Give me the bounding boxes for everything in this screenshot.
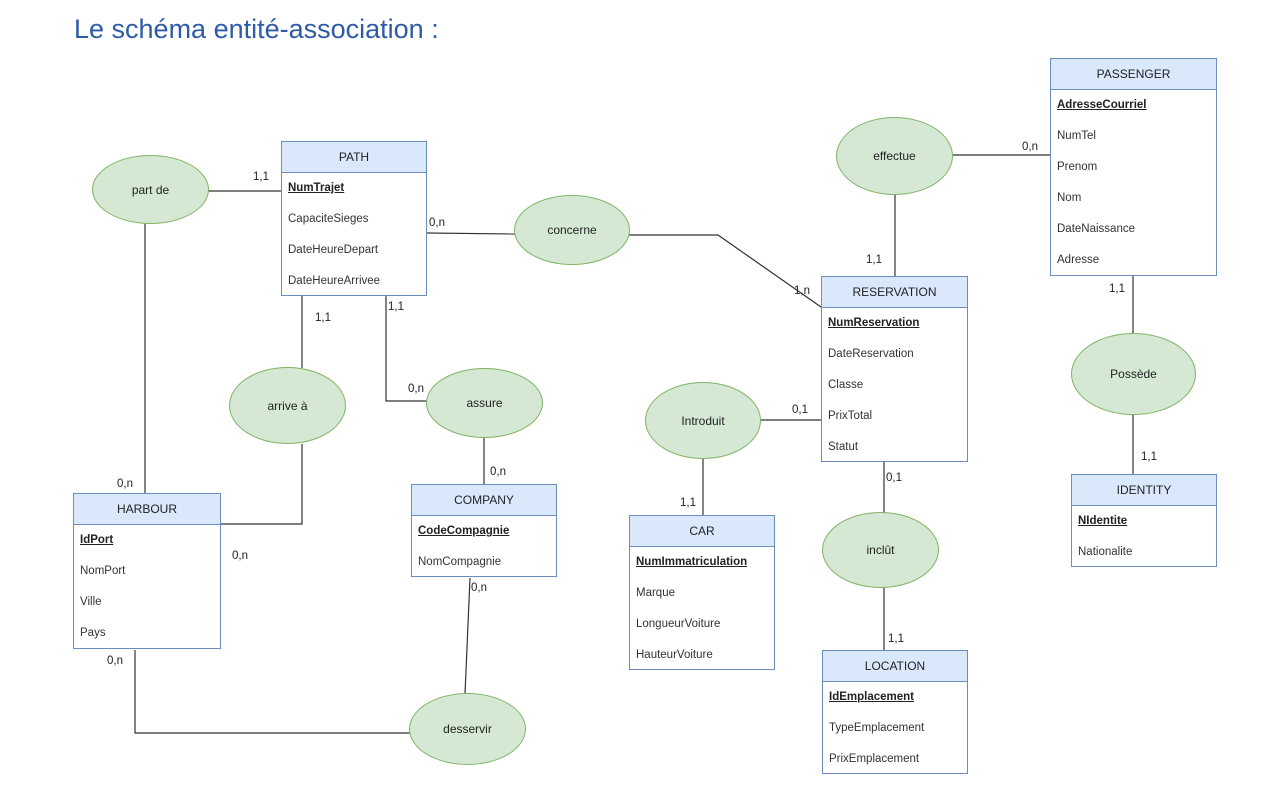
entity-location-name: LOCATION [823,651,967,682]
passenger-attr-prenom: Prenom [1057,161,1098,173]
car-attr-hauteurvoiture: HauteurVoiture [636,649,713,661]
cardinality-inclut-location: 1,1 [888,633,904,645]
car-attr-numimmatriculation: NumImmatriculation [636,556,748,568]
car-attr-marque: Marque [636,587,675,599]
location-attr-prixemplacement: PrixEmplacement [829,753,920,765]
passenger-attr-nom: Nom [1057,192,1082,204]
path-attr-dateheuredepart: DateHeureDepart [288,244,379,256]
identity-attr-nationalite: Nationalite [1078,546,1133,558]
path-attr-capacitesieges: CapaciteSieges [288,213,369,225]
association-possede[interactable]: Possède [1071,333,1196,415]
entity-passenger-name: PASSENGER [1051,59,1216,90]
line-desservir-company [464,577,471,695]
association-arrive-a[interactable]: arrive à [229,367,346,444]
line-assure-path [385,296,427,402]
cardinality-concerne-path: 0,n [429,217,445,229]
entity-company[interactable]: COMPANY CodeCompagnie NomCompagnie [411,484,557,577]
reservation-attr-prixtotal: PrixTotal [828,410,873,422]
cardinality-partde-path: 1,1 [253,171,269,183]
entity-path-name: PATH [282,142,426,173]
cardinality-arrivea-path: 1,1 [315,312,331,324]
cardinality-desservir-company: 0,n [471,582,487,594]
association-assure[interactable]: assure [426,368,543,438]
company-attr-codecompagnie: CodeCompagnie [418,525,510,537]
entity-harbour[interactable]: HARBOUR IdPort NomPort Ville Pays [73,493,221,649]
association-concerne[interactable]: concerne [514,195,630,265]
cardinality-possede-identity: 1,1 [1141,451,1157,463]
entity-company-name: COMPANY [412,485,556,516]
entity-harbour-name: HARBOUR [74,494,220,525]
association-introduit[interactable]: Introduit [645,382,761,459]
cardinality-inclut-reservation: 0,1 [886,472,902,484]
harbour-attr-idport: IdPort [80,534,114,546]
cardinality-possede-passenger: 1,1 [1109,283,1125,295]
line-concerne-reservation [629,234,822,308]
entity-path[interactable]: PATH NumTrajet CapaciteSieges DateHeureD… [281,141,427,296]
cardinality-assure-path: 1,1 [388,301,404,313]
cardinality-assure-path-side: 0,n [408,383,424,395]
entity-identity[interactable]: IDENTITY NIdentite Nationalite [1071,474,1217,567]
cardinality-desservir-harbour: 0,n [107,655,123,667]
reservation-attr-statut: Statut [828,441,859,453]
location-attr-idemplacement: IdEmplacement [829,691,914,703]
entity-car[interactable]: CAR NumImmatriculation Marque LongueurVo… [629,515,775,670]
cardinality-arrivea-harbour: 0,n [232,550,248,562]
cardinality-concerne-reservation: 1,n [794,285,810,297]
reservation-attr-numreservation: NumReservation [828,317,920,329]
entity-passenger[interactable]: PASSENGER AdresseCourriel NumTel Prenom … [1050,58,1217,276]
line-desservir-harbour [134,650,410,734]
harbour-attr-nomport: NomPort [80,565,126,577]
cardinality-effectue-reservation: 1,1 [866,254,882,266]
association-desservir[interactable]: desservir [409,693,526,765]
passenger-attr-adressecourriel: AdresseCourriel [1057,99,1147,111]
entity-reservation[interactable]: RESERVATION NumReservation DateReservati… [821,276,968,462]
passenger-attr-adresse: Adresse [1057,254,1100,266]
line-arrivea-harbour [221,444,303,525]
association-part-de[interactable]: part de [92,155,209,224]
entity-car-name: CAR [630,516,774,547]
page-title: Le schéma entité-association : [74,14,439,44]
passenger-attr-datenaissance: DateNaissance [1057,223,1135,235]
cardinality-assure-company: 0,n [490,466,506,478]
passenger-attr-numtel: NumTel [1057,130,1096,142]
entity-reservation-name: RESERVATION [822,277,967,308]
location-attr-typeemplacement: TypeEmplacement [829,722,925,734]
reservation-attr-datereservation: DateReservation [828,348,914,360]
harbour-attr-ville: Ville [80,596,102,608]
identity-attr-nidentite: NIdentite [1078,515,1128,527]
car-attr-longueurvoiture: LongueurVoiture [636,618,721,630]
entity-identity-name: IDENTITY [1072,475,1216,506]
cardinality-partde-harbour: 0,n [117,478,133,490]
reservation-attr-classe: Classe [828,379,864,391]
path-attr-numtrajet: NumTrajet [288,182,345,194]
harbour-attr-pays: Pays [80,627,106,639]
company-attr-nomcompagnie: NomCompagnie [418,556,502,568]
entity-location[interactable]: LOCATION IdEmplacement TypeEmplacement P… [822,650,968,774]
path-attr-dateheurearrivee: DateHeureArrivee [288,275,381,287]
cardinality-introduit-car: 1,1 [680,497,696,509]
association-effectue[interactable]: effectue [836,117,953,195]
line-concerne-path [426,232,516,235]
cardinality-introduit-reservation: 0,1 [792,404,808,416]
cardinality-effectue-passenger: 0,n [1022,141,1038,153]
association-inclut[interactable]: inclût [822,512,939,588]
